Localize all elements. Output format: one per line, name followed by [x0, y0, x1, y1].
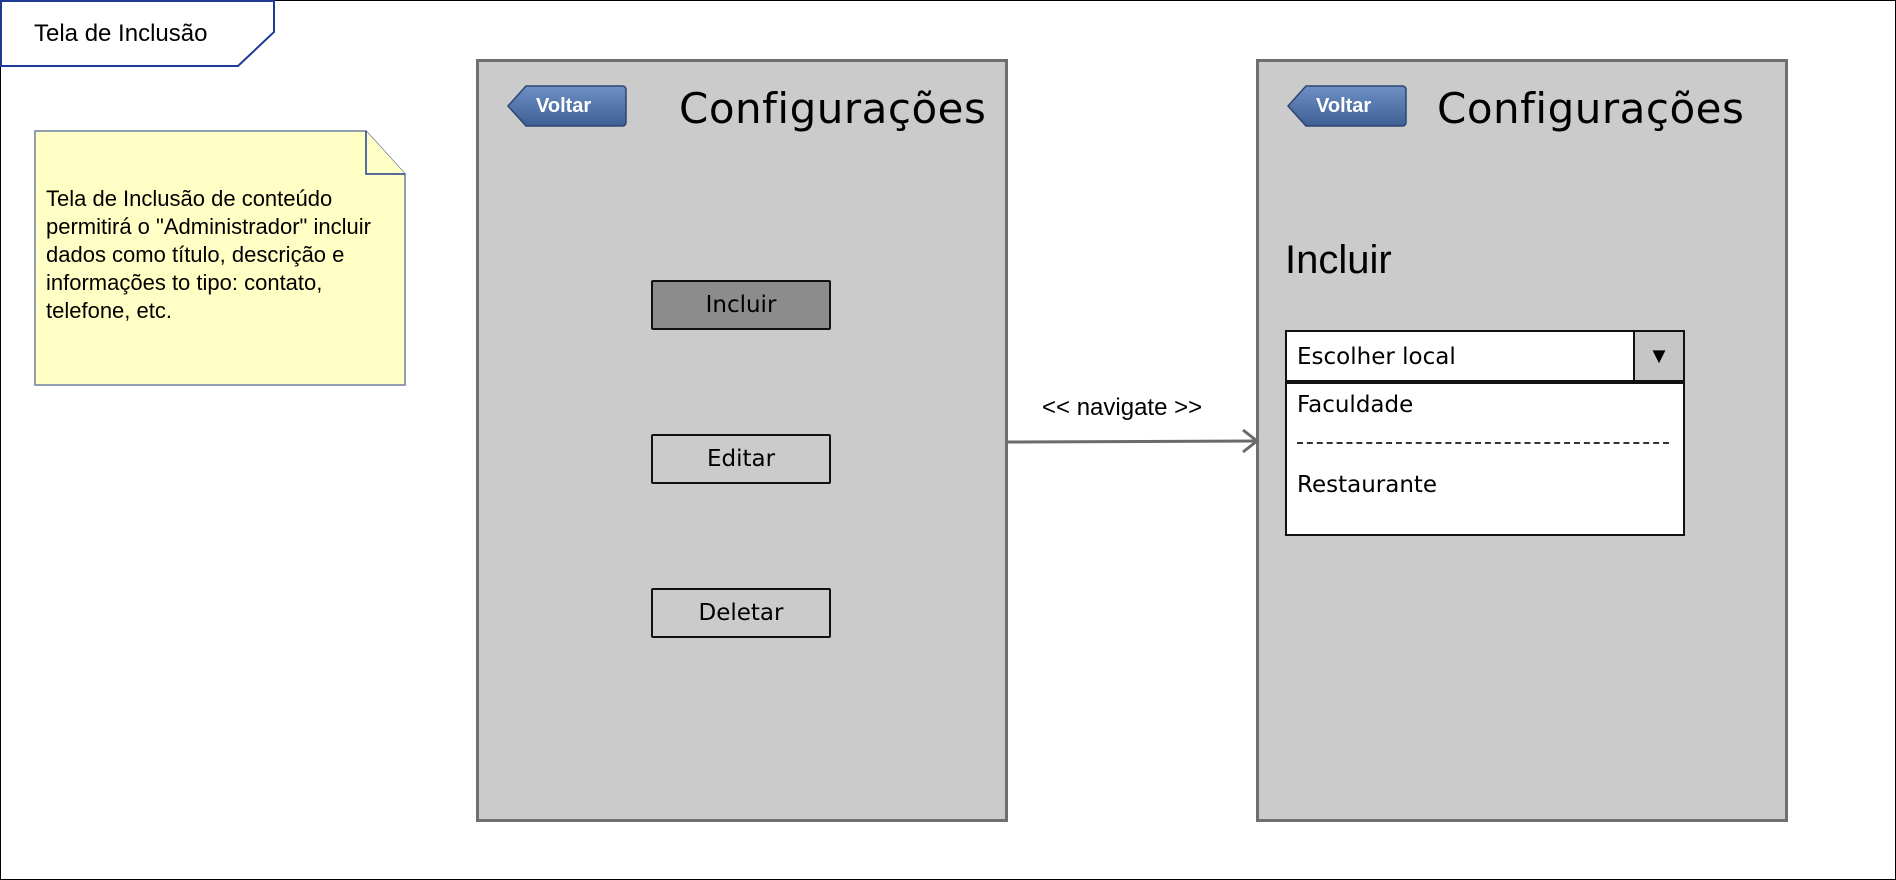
back-button-label: Voltar [536, 95, 592, 117]
delete-button[interactable]: Deletar [651, 588, 831, 638]
back-arrow-button-icon [1286, 85, 1407, 127]
connector-label: << navigate >> [1042, 394, 1203, 421]
section-title: Incluir [1285, 238, 1392, 282]
sticky-note: Tela de Inclusão de conteúdo permitirá o… [34, 130, 406, 386]
triangle-down-icon[interactable]: ▼ [1633, 332, 1683, 380]
edit-button[interactable]: Editar [651, 434, 831, 484]
back-button[interactable]: Voltar [506, 84, 628, 128]
screen-title: Configurações [679, 84, 987, 133]
screen-incluir: Voltar Configurações Incluir Escolher lo… [1256, 59, 1788, 822]
diagram-title: Tela de Inclusão [34, 20, 208, 47]
location-select[interactable]: Escolher local ▼ [1285, 330, 1685, 382]
include-button[interactable]: Incluir [651, 280, 831, 330]
screen-configuracoes-menu: Voltar Configurações Incluir Editar Dele… [476, 59, 1008, 822]
title-tab-shape [0, 0, 275, 67]
location-dropdown-list: Faculdade Restaurante [1285, 382, 1685, 536]
diagram-title-tab: Tela de Inclusão [0, 0, 276, 68]
option-faculdade[interactable]: Faculdade [1297, 392, 1414, 418]
note-text: Tela de Inclusão de conteúdo permitirá o… [46, 186, 371, 323]
select-value: Escolher local [1297, 344, 1456, 370]
note-shape [34, 130, 406, 386]
back-arrow-button-icon [506, 85, 627, 127]
back-button[interactable]: Voltar [1286, 84, 1408, 128]
back-button-label: Voltar [1316, 95, 1372, 117]
screen-title: Configurações [1437, 84, 1745, 133]
option-restaurante[interactable]: Restaurante [1297, 472, 1438, 498]
option-separator [1297, 442, 1669, 444]
